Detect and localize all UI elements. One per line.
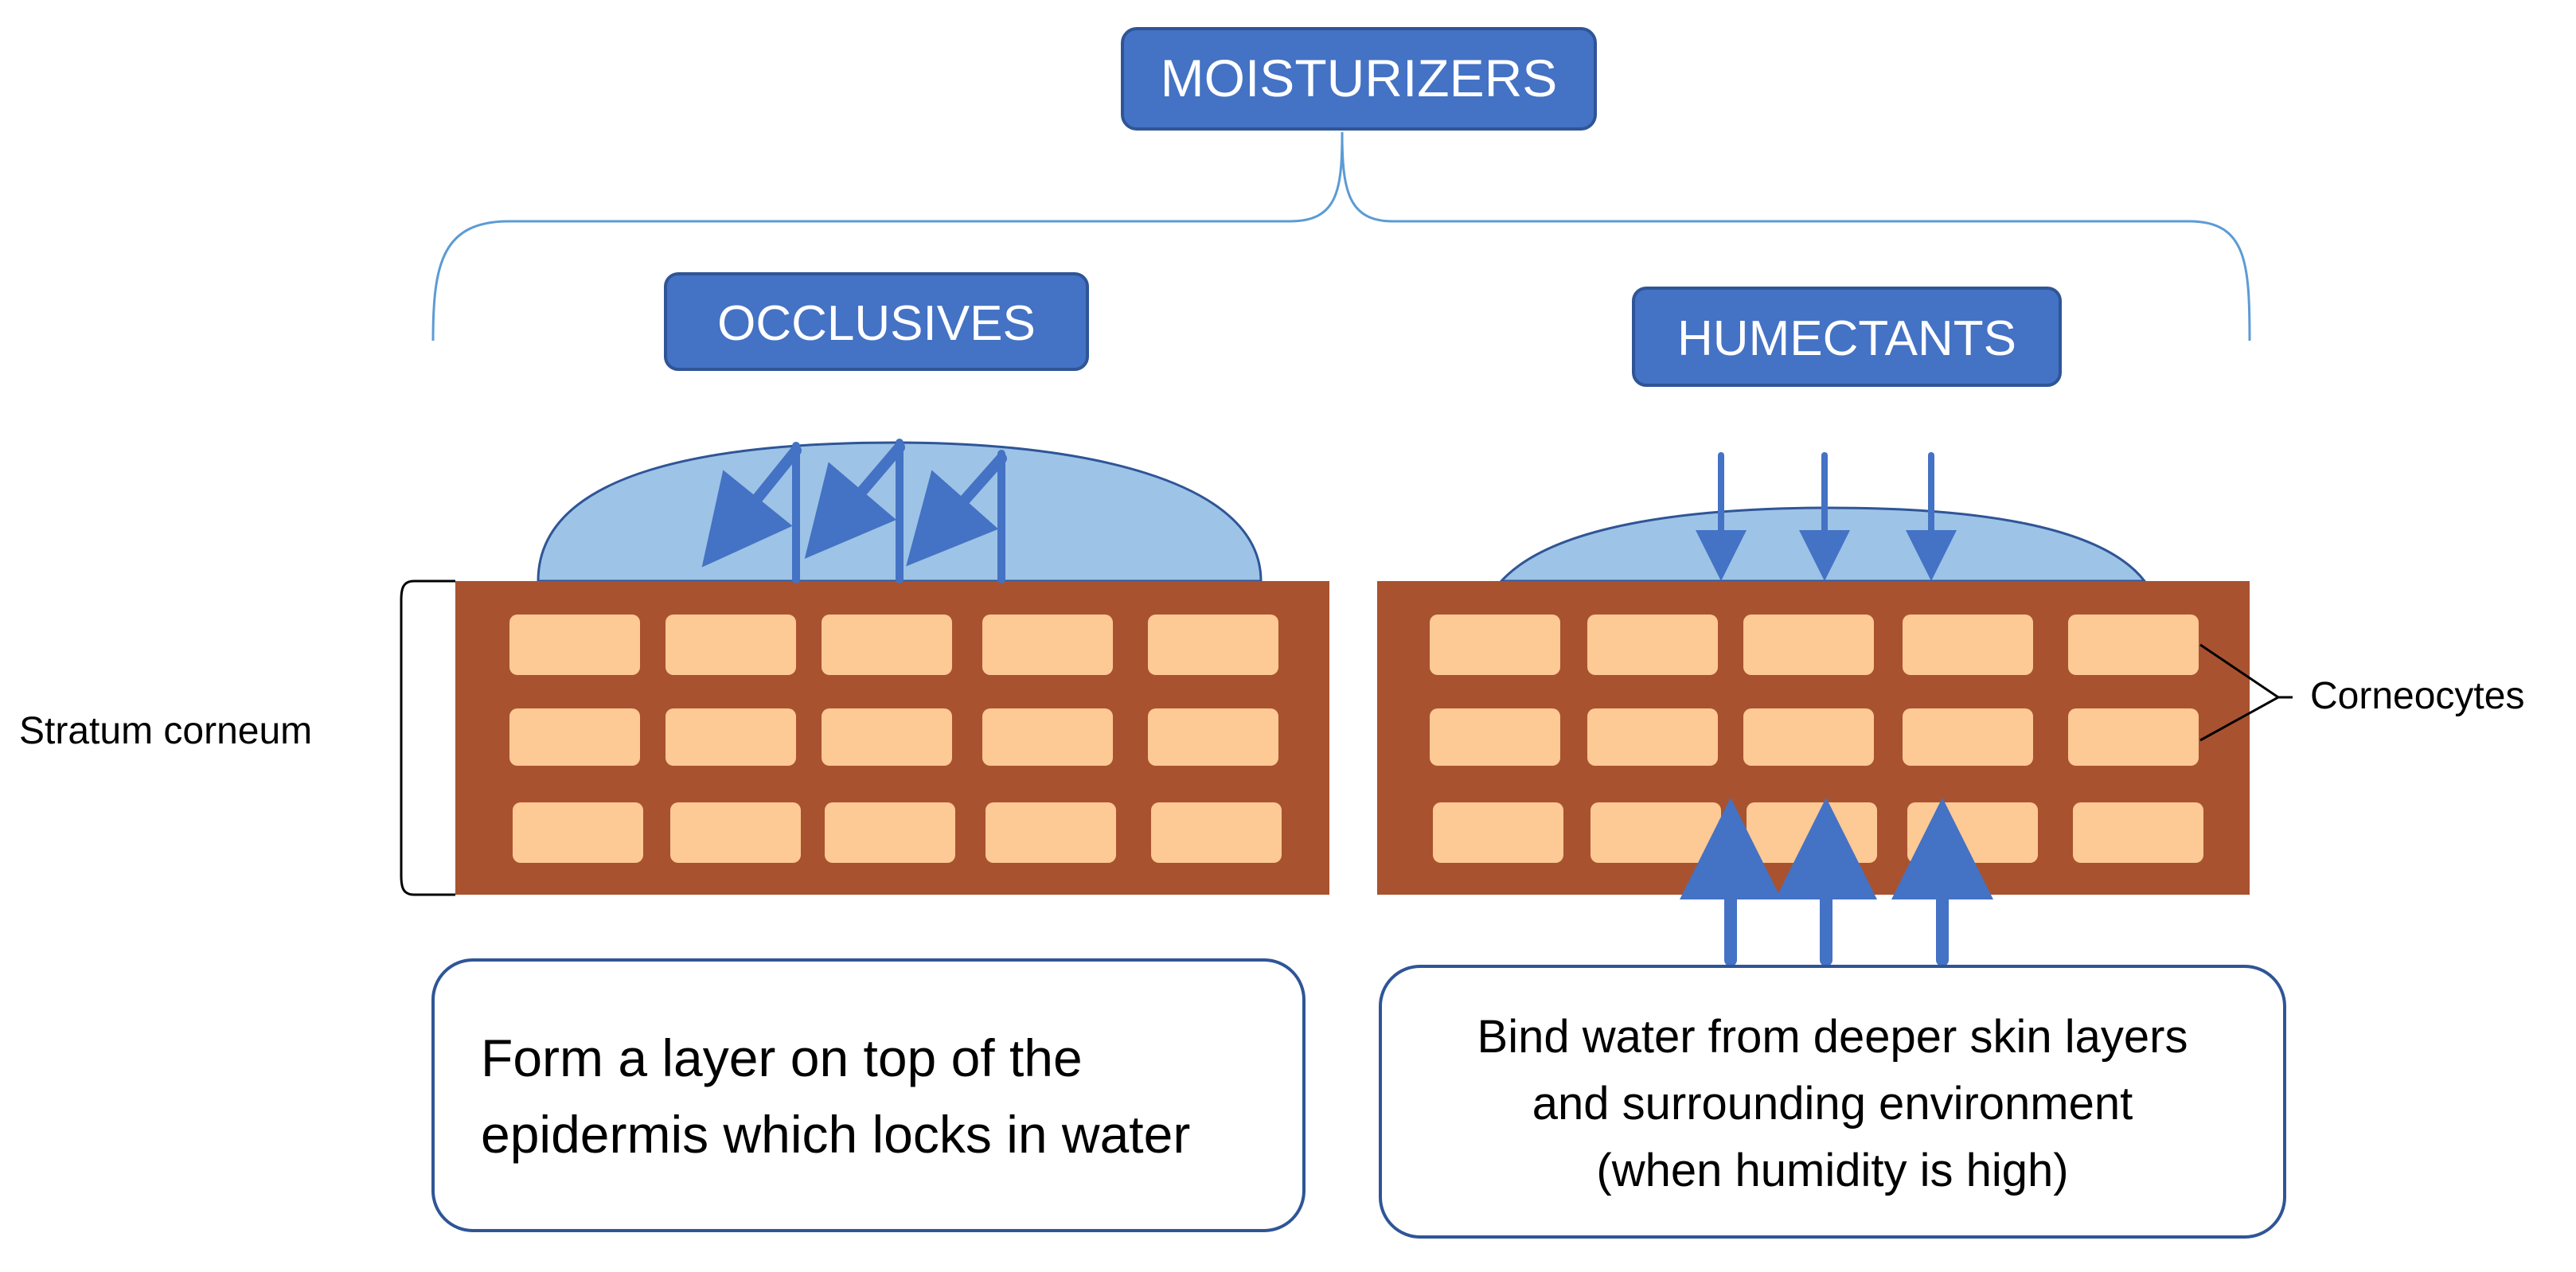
stratum-bracket	[400, 579, 455, 896]
occlusives-title: OCCLUSIVES	[717, 296, 1036, 351]
branch-bracket	[431, 131, 2251, 341]
stratum-corneum-label: Stratum corneum	[19, 710, 312, 752]
occlusives-desc-line1: Form a layer on top of the	[481, 1028, 1083, 1087]
humectants-desc-line3: (when humidity is high)	[1596, 1145, 2068, 1196]
occlusives-desc-line2: epidermis which locks in water	[481, 1105, 1190, 1164]
left-skin-wall	[455, 581, 1329, 895]
occlusives-box: OCCLUSIVES	[664, 272, 1089, 371]
humectants-desc-line1: Bind water from deeper skin layers	[1477, 1011, 2188, 1063]
occlusive-arrows	[701, 439, 1007, 583]
corneocytes-label: Corneocytes	[2310, 675, 2524, 717]
humectants-description: Bind water from deeper skin layers and s…	[1379, 965, 2286, 1239]
right-skin-wall	[1377, 581, 2250, 895]
humectants-desc-line2: and surrounding environment	[1532, 1078, 2133, 1130]
moisturizers-title: MOISTURIZERS	[1161, 49, 1558, 107]
occlusives-description: Form a layer on top of the epidermis whi…	[431, 958, 1306, 1232]
humectants-title: HUMECTANTS	[1677, 311, 2016, 366]
corneocytes-pointer	[2199, 643, 2293, 742]
humectant-top-arrows	[1696, 452, 1957, 581]
humectant-bottom-arrows	[1680, 798, 1993, 966]
humectants-box: HUMECTANTS	[1632, 287, 2062, 387]
moisturizers-box: MOISTURIZERS	[1121, 27, 1597, 131]
